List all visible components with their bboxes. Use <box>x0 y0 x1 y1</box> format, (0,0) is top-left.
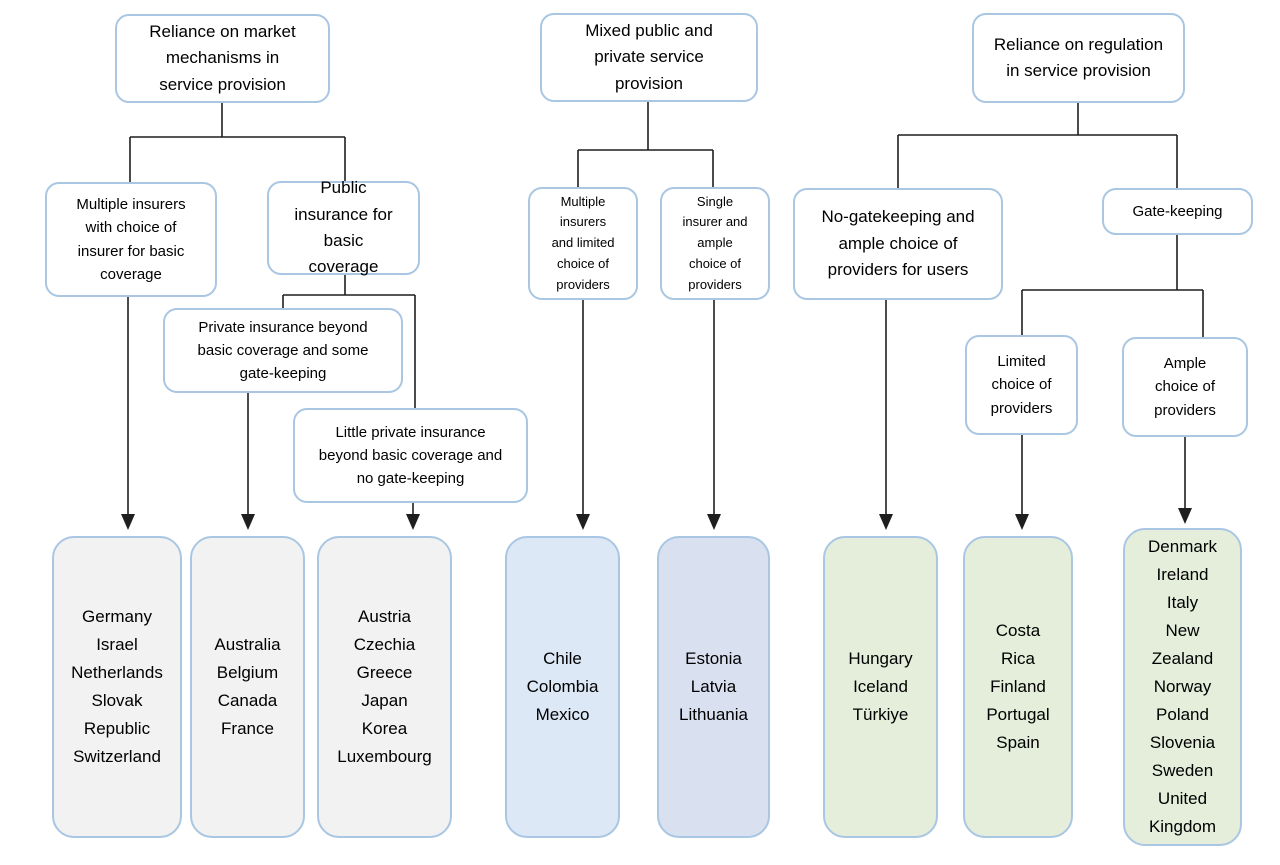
country-group-mixed-multiple-limited: Chile Colombia Mexico <box>505 536 620 838</box>
node-multiple-insurers-limited: Multiple insurers and limited choice of … <box>528 187 638 300</box>
node-no-gatekeeping: No-gatekeeping and ample choice of provi… <box>793 188 1003 300</box>
arrow-mixed-multiple-limited <box>576 300 590 530</box>
country-group-regulation-no-gatekeeping: Hungary Iceland Türkiye <box>823 536 938 838</box>
node-multiple-insurers-choice: Multiple insurers with choice of insurer… <box>45 182 217 297</box>
node-single-insurer-ample: Single insurer and ample choice of provi… <box>660 187 770 300</box>
node-mixed-root: Mixed public and private service provisi… <box>540 13 758 102</box>
country-group-market-multiple-insurers: Germany Israel Netherlands Slovak Republ… <box>52 536 182 838</box>
country-group-market-little-private: Austria Czechia Greece Japan Korea Luxem… <box>317 536 452 838</box>
node-limited-choice-providers: Limited choice of providers <box>965 335 1078 435</box>
mixed-branch-connector <box>577 102 714 187</box>
country-group-market-private-beyond-basic: Australia Belgium Canada France <box>190 536 305 838</box>
node-private-beyond-basic: Private insurance beyond basic coverage … <box>163 308 403 393</box>
arrow-mixed-single-ample <box>707 300 721 530</box>
arrow-regulation-limited-choice <box>1015 435 1029 530</box>
gatekeeping-split-connector <box>1021 235 1204 337</box>
arrow-market-private-beyond-basic <box>241 393 255 530</box>
arrow-regulation-no-gatekeeping <box>879 300 893 530</box>
node-regulation-root: Reliance on regulation in service provis… <box>972 13 1185 103</box>
country-group-regulation-ample-choice: Denmark Ireland Italy New Zealand Norway… <box>1123 528 1242 846</box>
node-public-insurance-basic: Public insurance for basic coverage <box>267 178 420 276</box>
node-gatekeeping: Gate-keeping <box>1102 188 1253 235</box>
node-market-root: Reliance on market mechanisms in service… <box>115 14 330 103</box>
node-ample-choice-providers: Ample choice of providers <box>1122 337 1248 437</box>
market-branch-connector <box>129 103 346 182</box>
arrow-regulation-ample-choice <box>1178 437 1192 524</box>
public-insurance-split-connector <box>282 275 416 408</box>
country-group-regulation-limited-choice: Costa Rica Finland Portugal Spain <box>963 536 1073 838</box>
country-group-mixed-single-ample: Estonia Latvia Lithuania <box>657 536 770 838</box>
arrow-market-little-private <box>406 503 420 530</box>
node-little-private-insurance: Little private insurance beyond basic co… <box>293 408 528 503</box>
arrow-market-multiple-insurers <box>121 297 135 530</box>
regulation-branch-connector <box>897 103 1178 188</box>
